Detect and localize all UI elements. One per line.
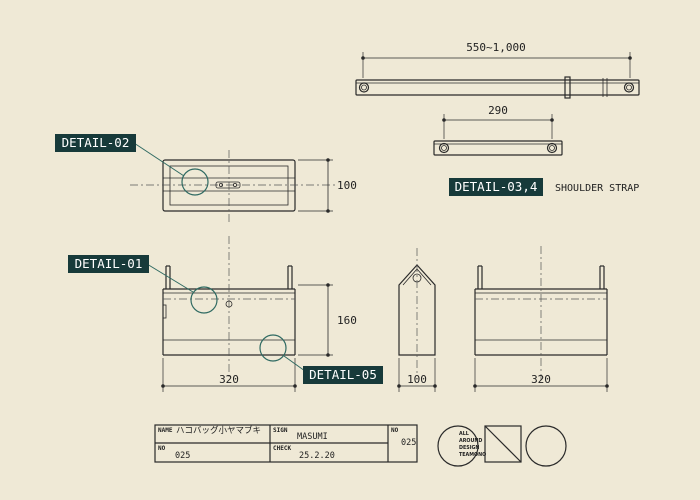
detail-01-tag[interactable]: DETAIL-01 (68, 255, 149, 273)
dimension-side-width: 100 (397, 358, 437, 392)
front-width-dim-label: 320 (219, 373, 239, 386)
detail-05-tag[interactable]: DETAIL-05 (303, 366, 383, 384)
sign-value: MASUMI (297, 432, 328, 442)
front-height-dim-label: 160 (337, 314, 357, 327)
strap-long-dim-label: 550~1,000 (466, 41, 526, 54)
detail-05-label: DETAIL-05 (309, 367, 377, 382)
back-width-dim-label: 320 (531, 373, 551, 386)
front-view (162, 236, 296, 380)
top-view (130, 150, 335, 222)
side-view (398, 248, 436, 375)
back-view (474, 246, 608, 380)
detail-01-label: DETAIL-01 (75, 256, 143, 271)
detail-03-4-label: DETAIL-03,4 (455, 179, 538, 194)
detail-05-callout (259, 334, 306, 372)
dimension-strap-long: 550~1,000 (361, 41, 632, 78)
dimension-top-height: 100 (298, 158, 357, 213)
detail-02-callout (133, 142, 209, 196)
check-label: CHECK (273, 445, 291, 452)
detail-01-callout (146, 263, 218, 314)
dimension-back-width: 320 (473, 358, 609, 392)
dimension-front-height: 160 (298, 283, 357, 357)
brand-logo: ALL AROUND DESIGN TEAMONO (437, 425, 567, 467)
logo-square (484, 425, 522, 463)
dimension-front-width: 320 (161, 358, 297, 392)
detail-02-tag[interactable]: DETAIL-02 (55, 134, 136, 152)
logo-line-1: ALL (459, 431, 469, 437)
strap-short-dim-label: 290 (488, 104, 508, 117)
name-value: ハコバッグ小ヤマブキ (176, 425, 261, 436)
logo-circle-left (437, 425, 479, 467)
title-block: NAME ハコバッグ小ヤマブキ NO 025 SIGN MASUMI CHECK… (154, 424, 418, 463)
detail-02-label: DETAIL-02 (62, 135, 130, 150)
no2-label: NO (391, 427, 399, 434)
detail-03-4-tag[interactable]: DETAIL-03,4 (449, 178, 543, 196)
top-height-dim-label: 100 (337, 179, 357, 192)
strap-short-view (433, 140, 563, 156)
logo-line-4: TEAMONO (459, 452, 486, 458)
no-label: NO (158, 445, 166, 452)
no2-value: 025 (401, 438, 416, 448)
logo-circle-right (525, 425, 567, 467)
shoulder-strap-caption: SHOULDER STRAP (555, 183, 639, 194)
side-width-dim-label: 100 (407, 373, 427, 386)
dimension-strap-short: 290 (442, 104, 554, 139)
name-label: NAME (158, 427, 173, 434)
sign-label: SIGN (273, 427, 288, 434)
no-value: 025 (175, 451, 190, 461)
check-value: 25.2.20 (299, 451, 335, 461)
logo-line-2: AROUND (459, 438, 482, 444)
strap-long-view (355, 76, 640, 99)
logo-line-3: DESIGN (459, 445, 479, 451)
